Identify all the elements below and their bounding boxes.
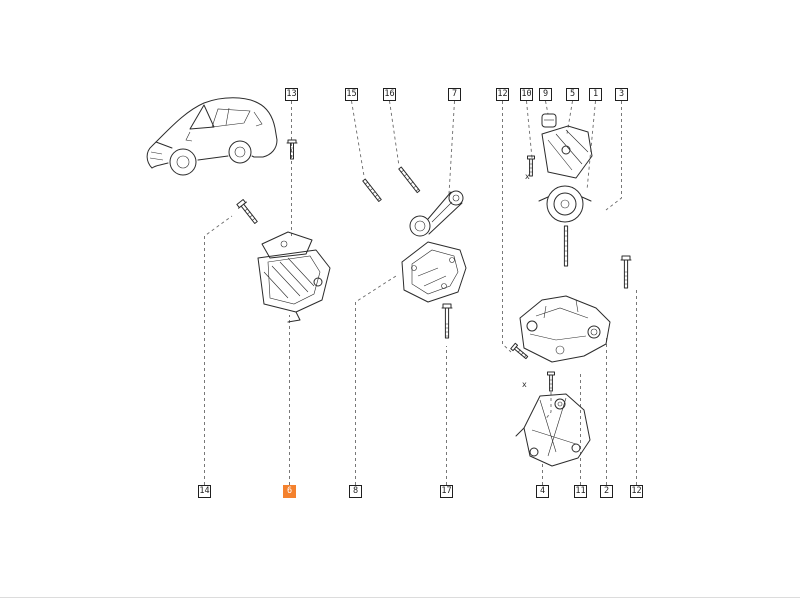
leader-lines xyxy=(204,100,637,485)
callout-7[interactable]: 7 xyxy=(448,88,461,101)
callout-8[interactable]: 8 xyxy=(349,485,362,498)
bolt-12-left xyxy=(510,342,529,360)
callout-1[interactable]: 1 xyxy=(589,88,602,101)
callout-2[interactable]: 2 xyxy=(600,485,613,498)
callout-3[interactable]: 3 xyxy=(615,88,628,101)
callout-17[interactable]: 17 xyxy=(440,485,453,498)
callout-10[interactable]: 10 xyxy=(520,88,533,101)
stud-15 xyxy=(362,178,382,202)
callout-6-highlighted[interactable]: 6 xyxy=(283,485,296,498)
upper-bracket-5 xyxy=(541,125,593,179)
callout-14[interactable]: 14 xyxy=(198,485,211,498)
callout-16[interactable]: 16 xyxy=(383,88,396,101)
callout-9[interactable]: 9 xyxy=(539,88,552,101)
bolt-17 xyxy=(441,303,453,339)
footer-divider xyxy=(0,597,800,598)
quantity-x-mark: x xyxy=(525,172,530,181)
bolt-13 xyxy=(286,139,298,160)
stud-16 xyxy=(398,166,421,194)
mount-bracket-cover xyxy=(401,241,467,303)
callout-13[interactable]: 13 xyxy=(285,88,298,101)
bolt-14 xyxy=(236,199,258,224)
bump-stop-9 xyxy=(541,113,557,128)
quantity-x-mark: x xyxy=(522,380,527,389)
round-mount-1 xyxy=(538,185,592,223)
torque-rod xyxy=(409,190,464,237)
callout-12-top[interactable]: 12 xyxy=(496,88,509,101)
bolt-small-middle xyxy=(547,371,555,392)
bolt-10 xyxy=(527,155,535,177)
left-engine-mount xyxy=(257,231,331,323)
callout-4[interactable]: 4 xyxy=(536,485,549,498)
car-sketch xyxy=(146,97,278,176)
callout-15[interactable]: 15 xyxy=(345,88,358,101)
stud-below-mount xyxy=(563,225,569,267)
lower-pedestal-bracket xyxy=(515,393,591,467)
callout-11[interactable]: 11 xyxy=(574,485,587,498)
bolt-12-right xyxy=(620,255,632,289)
callout-12-bottom[interactable]: 12 xyxy=(630,485,643,498)
right-engine-bracket xyxy=(519,295,611,363)
callout-5[interactable]: 5 xyxy=(566,88,579,101)
